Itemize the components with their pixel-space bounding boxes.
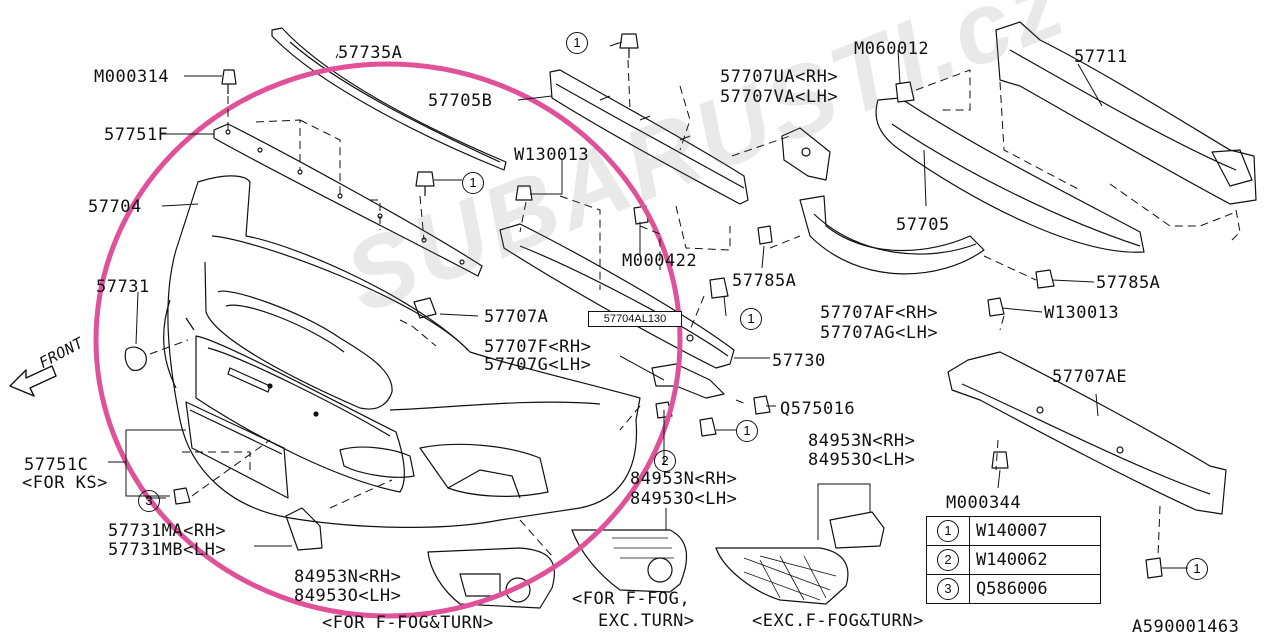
legend-part[interactable]: W140007: [969, 516, 1101, 546]
label-q575016[interactable]: Q575016: [780, 399, 856, 419]
callout-1[interactable]: 1: [736, 420, 758, 442]
label-57731[interactable]: 57731: [96, 277, 150, 297]
label-exc-turn: EXC.TURN>: [598, 611, 695, 631]
legend-part[interactable]: W140062: [969, 545, 1101, 575]
fog-cover-57731ma[interactable]: [285, 507, 323, 551]
beam-57707ae[interactable]: [947, 351, 1227, 515]
bracket-57730[interactable]: [499, 223, 735, 369]
leader-lines: [108, 41, 1188, 569]
label-57707a[interactable]: 57707A: [484, 307, 549, 327]
label-84953n[interactable]: 84953N<RH>: [808, 431, 916, 451]
callout-2[interactable]: 2: [654, 450, 676, 472]
reinforcement-57705b[interactable]: [549, 69, 749, 205]
label-57731mb[interactable]: 57731MB<LH>: [108, 540, 227, 560]
legend-row: 1 W140007: [926, 516, 1101, 546]
callout-1[interactable]: 1: [740, 308, 762, 330]
absorber-57705[interactable]: [875, 97, 1145, 253]
label-m000422[interactable]: M000422: [622, 251, 698, 271]
label-57704[interactable]: 57704: [88, 197, 142, 217]
label-84953o[interactable]: 84953O<LH>: [294, 586, 402, 606]
bracket-57707f[interactable]: [651, 363, 725, 399]
fastener-legend: 1 W140007 2 W140062 3 Q586006: [926, 516, 1101, 604]
fog-cover-mid[interactable]: [571, 529, 688, 593]
label-57707va[interactable]: 57707VA<LH>: [720, 87, 839, 107]
front-arrow: [9, 365, 57, 397]
label-57751f[interactable]: 57751F: [104, 125, 169, 145]
label-57707f[interactable]: 57707F<RH>: [484, 337, 592, 357]
callout-1[interactable]: 1: [1186, 558, 1208, 580]
label-57705b[interactable]: 57705B: [428, 91, 493, 111]
fog-cover-right[interactable]: [715, 547, 849, 605]
label-w130013[interactable]: W130013: [514, 145, 590, 165]
label-57707g[interactable]: 57707G<LH>: [484, 355, 592, 375]
bumper-cover-57704[interactable]: [163, 175, 641, 528]
diagram-code: A590001463: [1132, 617, 1240, 637]
label-for-ffog: <FOR F-FOG,: [572, 589, 691, 609]
fog-lamp-bracket[interactable]: [829, 511, 885, 549]
label-84953o[interactable]: 84953O<LH>: [808, 450, 916, 470]
assembly-lines: [149, 59, 1241, 557]
legend-row: 3 Q586006: [926, 574, 1101, 604]
label-57711[interactable]: 57711: [1074, 47, 1128, 67]
label-57730[interactable]: 57730: [772, 351, 826, 371]
label-m060012[interactable]: M060012: [854, 39, 930, 59]
label-m000314[interactable]: M000314: [94, 67, 170, 87]
highlight-part-tag[interactable]: 57704AL130: [588, 311, 682, 327]
reflector-57731[interactable]: [124, 346, 147, 371]
label-57707af[interactable]: 57707AF<RH>: [820, 303, 939, 323]
label-57705[interactable]: 57705: [896, 215, 950, 235]
label-57735a[interactable]: 57735A: [338, 43, 403, 63]
legend-num: 2: [937, 549, 959, 571]
label-84953n[interactable]: 84953N<RH>: [630, 469, 738, 489]
plate-57751c[interactable]: [185, 401, 289, 499]
callout-1[interactable]: 1: [462, 172, 484, 194]
callout-3[interactable]: 3: [138, 490, 160, 512]
legend-num: 3: [937, 578, 959, 600]
bracket-57707ua[interactable]: [781, 127, 831, 181]
label-84953n[interactable]: 84953N<RH>: [294, 567, 402, 587]
label-for-ffog-turn: <FOR F-FOG&TURN>: [322, 613, 494, 633]
label-exc-ffog-turn: <EXC.F-FOG&TURN>: [752, 611, 924, 631]
legend-row: 2 W140062: [926, 545, 1101, 575]
highlight-ring: [93, 61, 683, 619]
label-57707ag[interactable]: 57707AG<LH>: [820, 323, 939, 343]
legend-part[interactable]: Q586006: [969, 574, 1101, 604]
label-m000344[interactable]: M000344: [946, 493, 1022, 513]
legend-num: 1: [937, 520, 959, 542]
label-57731ma[interactable]: 57731MA<RH>: [108, 521, 227, 541]
fasteners[interactable]: [173, 33, 1163, 579]
label-57785a[interactable]: 57785A: [1096, 273, 1161, 293]
label-w130013[interactable]: W130013: [1044, 303, 1120, 323]
label-57751c[interactable]: 57751C: [24, 455, 89, 475]
label-57707ua[interactable]: 57707UA<RH>: [720, 67, 839, 87]
label-57707ae[interactable]: 57707AE: [1052, 367, 1128, 387]
label-for-ks: <FOR KS>: [22, 473, 108, 493]
beam-57711[interactable]: [995, 21, 1257, 205]
upper-seal-57735a[interactable]: [271, 27, 507, 171]
label-57785a[interactable]: 57785A: [732, 271, 797, 291]
bracket-57707af[interactable]: [799, 195, 985, 275]
callout-1[interactable]: 1: [566, 32, 588, 54]
clip-57707a[interactable]: [413, 297, 437, 319]
label-84953o[interactable]: 84953O<LH>: [630, 489, 738, 509]
